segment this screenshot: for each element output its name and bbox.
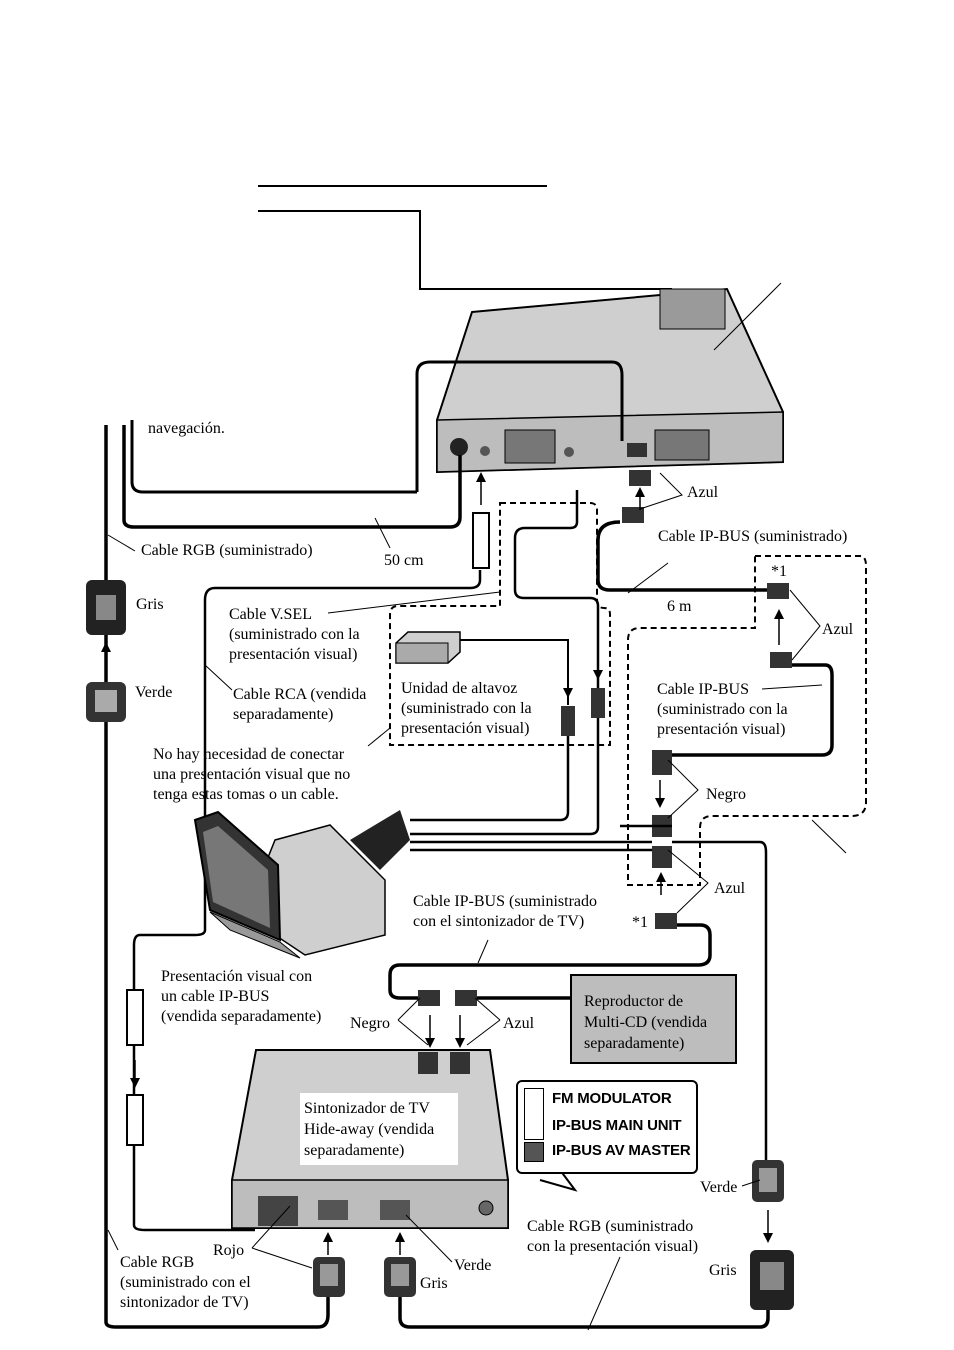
verde-connector-right xyxy=(752,1160,784,1202)
vsel-cable xyxy=(513,490,600,688)
rojo-connector xyxy=(313,1257,345,1297)
label-cable-rca: Cable RCA (vendida separadamente) xyxy=(233,686,367,723)
multicd-label: Reproductor de Multi-CD (vendida separad… xyxy=(584,993,708,1052)
device-mode-badge: FM MODULATOR IP-BUS MAIN UNIT IP-BUS AV … xyxy=(516,1080,698,1174)
av-master-indicator xyxy=(524,1142,544,1162)
speaker-unit xyxy=(395,631,461,664)
ipbus-main-cable xyxy=(596,520,770,592)
label-rgb-tv: Cable RGB (suministrado con el sintoniza… xyxy=(120,1254,251,1311)
label-no-hay: No hay necesidad de conectar una present… xyxy=(153,746,351,803)
badge-pointer xyxy=(539,1169,578,1192)
badge-ipbus-main: IP-BUS MAIN UNIT xyxy=(552,1117,682,1134)
gris-connector-right xyxy=(750,1250,794,1310)
label-presentacion: Presentación visual con un cable IP-BUS … xyxy=(161,968,322,1025)
label-verde-bottom: Verde xyxy=(454,1257,492,1274)
label-azul-mid: Azul xyxy=(503,1015,535,1032)
label-verde-left: Verde xyxy=(135,684,173,701)
loop-cable xyxy=(415,360,624,492)
nav-bracket xyxy=(130,420,417,494)
label-negro-right: Negro xyxy=(706,786,746,803)
ipbus-dashed-box xyxy=(627,555,867,886)
badge-ipbus-master: IP-BUS AV MASTER xyxy=(552,1142,691,1159)
label-azul-r3: Azul xyxy=(714,880,746,897)
display-monitor xyxy=(193,810,410,959)
gris-connector-bottom xyxy=(384,1257,416,1297)
label-star1-bottom: *1 xyxy=(632,914,648,931)
label-azul-top: Azul xyxy=(687,484,719,501)
label-azul-r2: Azul xyxy=(822,621,854,638)
label-ipbus-tv: Cable IP-BUS (suministrado con el sinton… xyxy=(413,893,597,930)
label-6m: 6 m xyxy=(667,598,692,615)
label-cable-vsel: Cable V.SEL (suministrado con la present… xyxy=(229,606,360,663)
ipbus-pv-cable xyxy=(655,663,834,757)
rgb-cable-left xyxy=(104,425,330,1329)
rgb-cable-gris xyxy=(398,1295,770,1329)
label-verde-right: Verde xyxy=(700,1179,738,1196)
label-ipbus-pv: Cable IP-BUS (suministrado con la presen… xyxy=(657,681,788,738)
label-50cm: 50 cm xyxy=(384,552,424,569)
rca-plug-low xyxy=(126,1094,144,1146)
label-gris-right: Gris xyxy=(709,1262,737,1279)
fm-main-indicator xyxy=(524,1088,544,1140)
label-rojo: Rojo xyxy=(213,1242,245,1259)
label-star1-top: *1 xyxy=(771,563,787,580)
vsel-dashed-box xyxy=(389,502,611,746)
rgb-cable-main xyxy=(122,425,462,529)
label-gris-bottom: Gris xyxy=(420,1275,448,1292)
rca-plug-mid xyxy=(126,989,144,1046)
label-negro-mid: Negro xyxy=(350,1015,390,1032)
header-rule-2 xyxy=(258,210,672,290)
label-gris-left: Gris xyxy=(136,596,164,613)
label-unidad-altavoz: Unidad de altavoz (suministrado con la p… xyxy=(401,680,532,737)
ipbus-tv-cable xyxy=(388,923,712,1000)
verde-connector-left xyxy=(86,682,126,722)
multicd-box xyxy=(570,974,737,1064)
badge-fm-modulator: FM MODULATOR xyxy=(552,1090,672,1107)
tuner-label: Sintonizador de TV Hide-away (vendida se… xyxy=(304,1100,435,1159)
rca-plug-top xyxy=(472,512,490,569)
label-rgb-pv: Cable RGB (suministrado con la presentac… xyxy=(527,1218,699,1255)
gris-connector-left xyxy=(86,580,126,635)
rca-cable xyxy=(132,570,482,1232)
label-navegacion: navegación. xyxy=(148,420,225,437)
label-cable-ipbus-sum: Cable IP-BUS (suministrado) xyxy=(658,528,848,545)
monitor-bundle xyxy=(410,824,768,1160)
label-cable-rgb-sum: Cable RGB (suministrado) xyxy=(141,542,313,559)
main-unit-device xyxy=(436,287,784,474)
tv-tuner-device xyxy=(231,1049,509,1229)
